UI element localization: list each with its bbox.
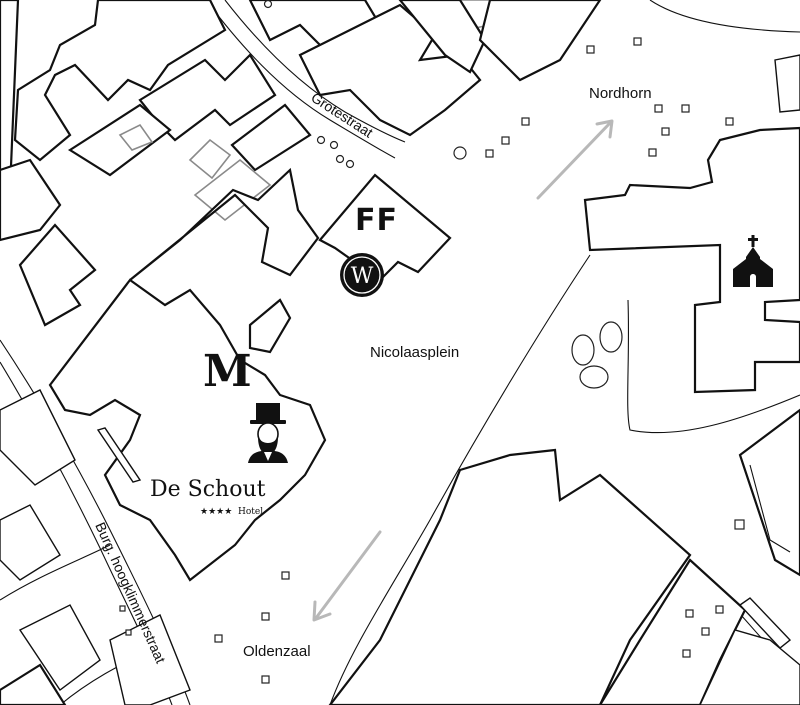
marker-5 — [725, 117, 734, 126]
building-small-mid — [248, 298, 292, 354]
bollard-3 — [335, 154, 345, 164]
direction-label-oldenzaal: Oldenzaal — [243, 643, 311, 660]
man-with-top-hat-icon[interactable] — [248, 403, 288, 463]
bollard-2 — [329, 140, 339, 150]
church-left-wing — [733, 259, 746, 287]
building-e-block — [738, 408, 800, 577]
building-nw-1 — [13, 0, 227, 162]
marker-8 — [521, 117, 530, 126]
collar — [264, 452, 272, 461]
marker-14 — [214, 634, 223, 643]
building-w-1 — [0, 158, 62, 242]
building-grey-3 — [118, 123, 154, 151]
marker-10 — [485, 149, 494, 158]
building-w-3 — [67, 103, 172, 177]
tree-1 — [453, 146, 467, 160]
road-edge-sw — [0, 544, 111, 601]
church-tower-roof — [746, 247, 760, 257]
marker-1 — [586, 45, 595, 54]
square-label: Nicolaasplein — [370, 344, 459, 361]
building-church — [583, 126, 800, 394]
ff-marker[interactable]: FF — [355, 203, 398, 238]
marker-19 — [701, 627, 710, 636]
direction-label-nordhorn: Nordhorn — [589, 85, 652, 102]
pond-1 — [599, 321, 623, 353]
church-door — [750, 274, 756, 287]
w-badge-letter: W — [351, 264, 374, 289]
church-cross-horizontal — [748, 238, 758, 241]
building-sw-2 — [0, 504, 61, 581]
building-e-inner-line — [749, 464, 791, 553]
building-s-big — [328, 448, 692, 705]
church-tower — [746, 257, 760, 287]
arrow-to-nordhorn — [536, 119, 614, 200]
hotel-type: Hotel — [238, 507, 263, 517]
beard — [258, 437, 278, 455]
building-sw-5 — [109, 614, 191, 705]
marker-6 — [661, 127, 670, 136]
m-marker[interactable]: M — [203, 346, 252, 397]
church-yard-edge — [627, 299, 800, 434]
building-w-big-top — [129, 167, 320, 281]
marker-9 — [501, 136, 510, 145]
arrow-line-north — [536, 121, 612, 200]
grotestraat-edge-east — [224, 0, 406, 143]
w-circle-icon[interactable]: W — [340, 253, 384, 297]
square-edge-diagonal — [329, 254, 591, 705]
marker-7 — [648, 148, 657, 157]
building-grotestraat-w — [230, 103, 312, 172]
arrow-line-south — [314, 530, 382, 620]
road-edge-ne — [649, 0, 800, 33]
church-icon[interactable] — [733, 235, 773, 287]
bollard-5 — [263, 0, 273, 9]
w-badge-outer — [340, 253, 384, 297]
building-sw-4 — [0, 663, 67, 705]
marker-2 — [633, 37, 642, 46]
grotestraat-edge-west — [205, 0, 396, 159]
pond-3 — [579, 365, 609, 389]
marker-3 — [654, 104, 663, 113]
pond-2 — [571, 334, 595, 366]
marker-18 — [715, 605, 724, 614]
building-thin-strip — [96, 427, 142, 483]
hotel-name[interactable]: De Schout — [150, 477, 266, 502]
marker-11 — [734, 519, 745, 530]
building-n-3 — [398, 0, 487, 74]
marker-16 — [119, 605, 126, 612]
trees-and-bollards — [119, 0, 745, 684]
marker-13 — [261, 612, 270, 621]
arrow-head-south — [312, 600, 332, 622]
marker-20 — [685, 609, 694, 618]
marker-15 — [261, 675, 270, 684]
church-right-wing — [760, 259, 773, 287]
marker-17 — [125, 629, 132, 636]
w-badge-ring — [343, 256, 381, 294]
building-se-corner — [699, 629, 800, 705]
marker-12 — [281, 571, 290, 580]
building-de-schout — [48, 278, 327, 582]
building-w-2 — [18, 223, 97, 327]
bollard-1 — [316, 135, 326, 145]
top-hat-brim — [250, 420, 286, 424]
arrow-to-oldenzaal — [312, 530, 382, 622]
top-hat-crown — [256, 403, 280, 421]
building-grey-1 — [188, 138, 232, 180]
building-ne-small — [774, 54, 800, 113]
bollard-4 — [345, 159, 355, 169]
building-se-strip — [738, 597, 792, 649]
marker-4 — [681, 104, 690, 113]
arrow-head-north — [595, 119, 614, 139]
marker-21 — [682, 649, 691, 658]
building-sw-1 — [0, 389, 76, 486]
hotel-stars: ★★★★ — [200, 507, 232, 517]
building-n-4 — [478, 0, 602, 82]
building-sw-3 — [18, 604, 101, 692]
